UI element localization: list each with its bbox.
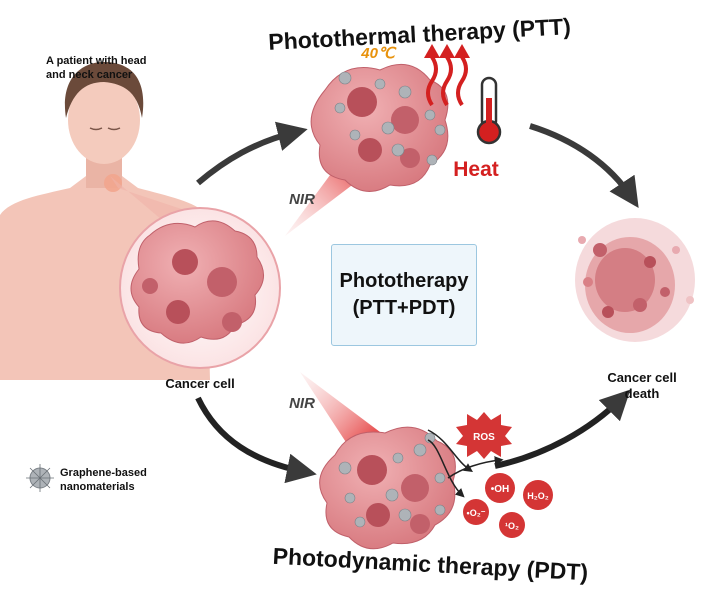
graphene-particles-pdt [338, 432, 446, 528]
hydrogen-peroxide-label: H₂O₂ [527, 491, 549, 501]
reactive-species [463, 473, 553, 538]
hydroxyl-radical-label: •OH [491, 484, 510, 495]
arrow-ptt-to-death [529, 123, 639, 208]
phototherapy-box-line1: Phototherapy [339, 270, 469, 292]
heat-waves-icon [426, 55, 468, 107]
death-label-line2: death [625, 386, 660, 401]
ros-label: ROS [473, 432, 495, 443]
singlet-oxygen-label: ¹O₂ [505, 521, 519, 531]
phototherapy-box-line2: (PTT+PDT) [352, 297, 456, 319]
nir-label-bottom: NIR [289, 395, 315, 412]
thermometer-icon [476, 76, 502, 145]
patient-label-line1: A patient with head [46, 55, 146, 67]
tumor-dot [104, 174, 122, 192]
ptt-cell-cluster [310, 63, 449, 192]
death-label-line1: Cancer cell [607, 370, 676, 385]
pdt-cell-cluster [319, 426, 456, 550]
pdt-title: Photodynamic therapy (PDT) [272, 543, 589, 585]
arrow-to-ptt [196, 121, 308, 186]
arrow-to-pdt [195, 396, 317, 484]
graphene-particles-ptt [334, 71, 446, 166]
legend-line1: Graphene-based [60, 467, 147, 479]
cancer-cell-magnifier [119, 207, 281, 369]
heat-label: Heat [453, 158, 499, 181]
arrow-pdt-to-death [494, 389, 631, 469]
dead-cell-mass [575, 218, 695, 342]
ptt-title: Photothermal therapy (PTT) [268, 13, 572, 55]
superoxide-label: •O₂⁻ [467, 508, 486, 518]
nir-label-top: NIR [289, 191, 315, 208]
cancer-cell-label: Cancer cell [165, 376, 234, 391]
ros-burst-icon [456, 412, 512, 459]
graphene-legend-icon [26, 464, 54, 492]
phototherapy-box: Phototherapy (PTT+PDT) [331, 244, 477, 346]
temperature-label: 40℃ [360, 45, 397, 62]
legend-line2: nanomaterials [60, 481, 135, 493]
patient-label-line2: and neck cancer [46, 69, 133, 81]
